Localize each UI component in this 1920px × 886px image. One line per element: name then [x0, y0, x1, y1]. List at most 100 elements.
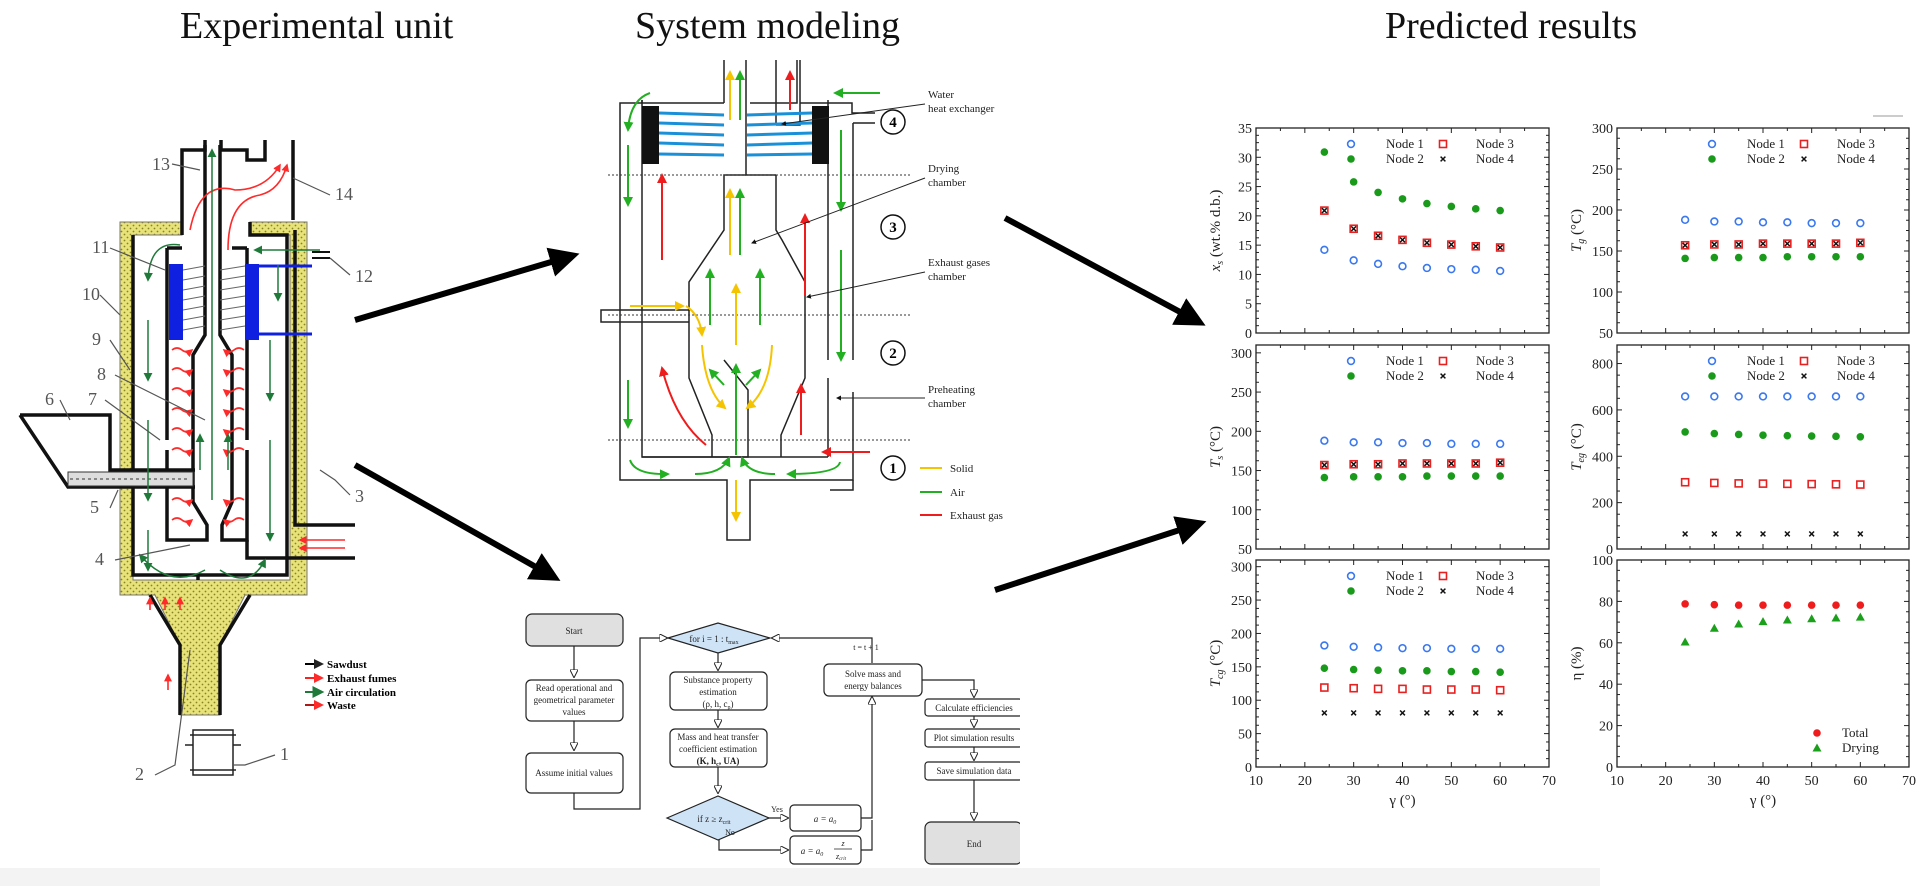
y-tick-label: 20 [1238, 210, 1252, 225]
annotation-drying-1: Drying [928, 163, 960, 175]
legend-label: Node 4 [1837, 151, 1875, 166]
y-tick-label: 50 [1599, 327, 1613, 342]
flowchart-start: Start [525, 613, 624, 647]
y-tick-label: 40 [1599, 678, 1613, 693]
svg-text:Start: Start [566, 626, 583, 636]
data-point [1833, 531, 1839, 537]
data-point [1496, 206, 1504, 215]
data-point [1373, 684, 1383, 694]
y-tick-label: 250 [1231, 594, 1252, 609]
flowchart-loop-decision: for i = 1 : tmax [665, 622, 773, 654]
y-tick-label: 250 [1231, 386, 1252, 401]
y-axis-label: Tg (°C) [1569, 209, 1587, 252]
y-tick-label: 300 [1592, 122, 1613, 137]
y-tick-label: 800 [1592, 358, 1613, 373]
data-point [1373, 259, 1383, 269]
series-node-2 [1681, 252, 1865, 263]
data-point [1710, 253, 1719, 262]
data-point [1857, 239, 1864, 246]
legend-label: Total [1842, 725, 1869, 740]
legend-exhaust-gas: Exhaust gas [950, 510, 1003, 522]
data-point [1831, 480, 1841, 489]
system-modeling-title: System modeling [635, 5, 900, 47]
flowchart-a-scaled: a = a0 z zcrit [789, 835, 862, 865]
legend-marker [1799, 139, 1809, 149]
legend-exhaust-fumes: Exhaust fumes [327, 673, 397, 685]
data-point [1495, 266, 1505, 276]
series-total [1681, 600, 1865, 609]
svg-text:End: End [967, 839, 982, 849]
series-node-1 [1320, 245, 1505, 276]
data-point [1320, 473, 1329, 482]
data-point [1710, 478, 1719, 488]
legend-label: Node 2 [1386, 583, 1424, 598]
data-point [1320, 641, 1329, 650]
legend-marker [1812, 743, 1822, 752]
y-tick-label: 400 [1592, 450, 1613, 465]
data-point [1471, 667, 1480, 676]
legend-label: Node 3 [1476, 353, 1514, 368]
x-tick-label: 40 [1756, 774, 1770, 789]
legend-marker [1347, 587, 1355, 595]
data-point [1320, 245, 1329, 255]
y-tick-label: 300 [1231, 347, 1252, 362]
legend-label: Node 2 [1747, 368, 1785, 383]
hx-block-left [642, 106, 659, 164]
y-tick-label: 250 [1592, 163, 1613, 178]
flowchart-calc-efficiencies: Calculate efficiencies [924, 698, 1020, 717]
x-tick-label: 30 [1347, 774, 1361, 789]
data-point [1447, 685, 1456, 694]
svg-text:Solve mass and: Solve mass and [845, 669, 901, 679]
data-point [1398, 643, 1407, 653]
data-point [1782, 615, 1792, 624]
simulation-flowchart: Start Read operational and geometrical p… [525, 613, 1020, 865]
data-point [1398, 438, 1407, 448]
y-tick-label: 200 [1231, 425, 1252, 440]
data-point [1710, 217, 1719, 226]
x-tick-label: 60 [1853, 774, 1867, 789]
series-node-3 [1320, 683, 1505, 695]
data-point [1759, 431, 1767, 439]
y-axis-label: Tcg (°C) [1208, 640, 1226, 688]
callout-14: 14 [335, 184, 353, 204]
y-axis-label: η (%) [1569, 646, 1585, 680]
data-point [1374, 666, 1382, 674]
legend-label: Node 3 [1476, 136, 1514, 151]
data-point [1321, 462, 1328, 468]
series-drying [1680, 612, 1865, 646]
series-node-4 [1682, 531, 1864, 537]
data-point [1375, 232, 1382, 239]
callout-10: 10 [82, 284, 100, 304]
data-point [1423, 199, 1431, 208]
legend-label: Node 4 [1476, 368, 1514, 383]
legend-marker [1440, 156, 1446, 162]
data-point [1471, 439, 1480, 449]
data-point [1758, 479, 1768, 488]
series-node-1 [1320, 436, 1505, 449]
flowchart-substance-property: Substance property estimation (ρ, h, cp) [669, 671, 768, 711]
data-point [1320, 436, 1329, 445]
x-tick-label: 70 [1902, 774, 1916, 789]
data-point [1783, 218, 1792, 227]
legend-marker [1438, 139, 1448, 149]
svg-text:if z ≥ zcrit: if z ≥ zcrit [697, 814, 731, 826]
data-point [1350, 709, 1357, 716]
flow-arrows-model [623, 70, 880, 522]
series-node-3 [1680, 477, 1865, 489]
svg-text:Mass and heat transfer: Mass and heat transfer [677, 732, 758, 742]
data-point [1447, 644, 1456, 654]
data-point [1321, 709, 1328, 716]
heat-exchanger-right [245, 264, 259, 340]
data-point [1349, 438, 1358, 447]
y-tick-label: 150 [1231, 465, 1252, 480]
data-point [1349, 642, 1358, 652]
data-point [1398, 684, 1407, 694]
bottom-strip [0, 868, 1600, 886]
data-point [1350, 461, 1357, 468]
svg-text:2: 2 [889, 346, 897, 362]
data-point [1711, 241, 1718, 248]
